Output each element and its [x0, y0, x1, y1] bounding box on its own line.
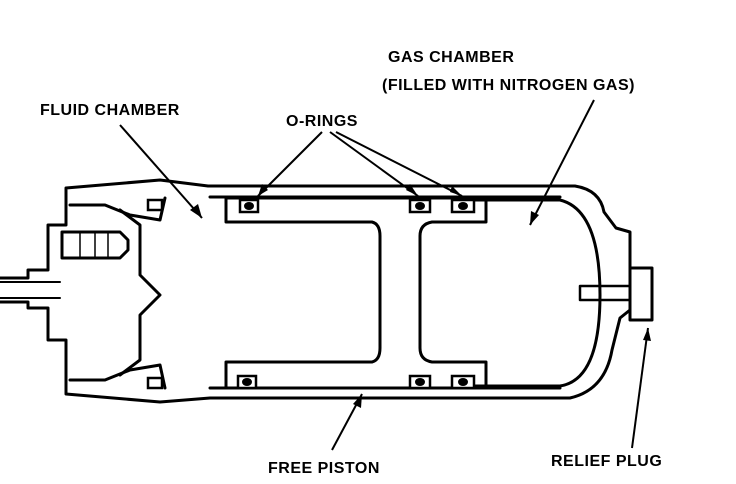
relief-plug-label: RELIEF PLUG	[551, 453, 663, 470]
arrowhead-fluid	[190, 204, 202, 218]
leader-gas-chamber	[529, 99, 595, 226]
arrowhead-relief	[643, 328, 651, 341]
free-piston	[224, 196, 488, 390]
leader-o-ring-1	[257, 131, 323, 197]
end-cap	[0, 192, 68, 374]
free-piston-label: FREE PISTON	[268, 460, 380, 477]
cylinder-outer-wall	[64, 178, 632, 404]
leader-o-ring-2	[329, 131, 419, 197]
o-ring-cap-top	[146, 198, 164, 212]
arrowhead-oring-2	[406, 184, 418, 196]
o-ring-cap-bottom	[146, 376, 164, 390]
fluid-chamber-label: FLUID CHAMBER	[40, 102, 180, 119]
leader-relief-plug	[631, 327, 649, 449]
relief-plug	[628, 266, 654, 322]
gas-chamber-sublabel: (FILLED WITH NITROGEN GAS)	[382, 77, 635, 94]
relief-plug-stem	[578, 284, 632, 302]
arrowhead-piston	[353, 394, 362, 408]
arrowhead-gas	[530, 211, 539, 225]
gas-chamber-dome	[453, 198, 602, 388]
rod-lines	[0, 281, 61, 299]
end-cap-inner	[68, 196, 167, 390]
o-rings-label: O-RINGS	[286, 113, 358, 130]
arrowhead-oring-1	[258, 184, 268, 196]
leader-o-ring-3	[335, 131, 463, 197]
leader-fluid-chamber	[119, 124, 203, 219]
arrowhead-oring-3	[450, 186, 462, 196]
gas-chamber-label: GAS CHAMBER	[388, 49, 515, 66]
end-cap-step	[118, 208, 162, 377]
stud-bolt	[60, 230, 130, 260]
